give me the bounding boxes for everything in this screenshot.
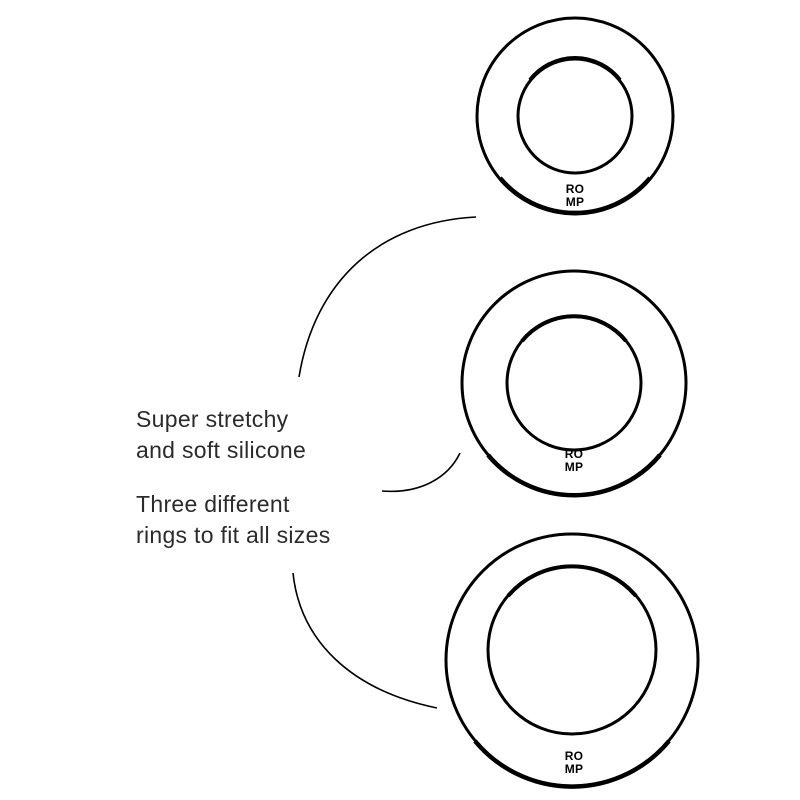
ring-large-brand-line-2: MP xyxy=(565,762,583,776)
ring-medium: RO MP xyxy=(460,269,688,498)
feature-caption-sizes: Three different rings to fit all sizes xyxy=(136,489,331,551)
feature-caption-line: and soft silicone xyxy=(136,437,307,463)
ring-small: RO MP xyxy=(475,16,675,216)
connector-curve-middle xyxy=(381,452,461,493)
ring-large-brand-line-1: RO xyxy=(565,749,583,763)
feature-caption-line: rings to fit all sizes xyxy=(136,522,331,548)
ring-small-brand-line-2: MP xyxy=(566,195,584,209)
ring-medium-brand-line-2: MP xyxy=(565,460,583,474)
connector-curve-top xyxy=(298,216,477,378)
feature-caption-line: Super stretchy xyxy=(136,406,289,432)
ring-medium-brand-line-1: RO xyxy=(565,447,583,461)
ring-large: RO MP xyxy=(444,532,700,789)
ring-small-brand-line-1: RO xyxy=(566,182,584,196)
connector-curve-bottom xyxy=(292,572,438,709)
feature-caption-line: Three different xyxy=(136,491,290,517)
feature-caption-stretchy: Super stretchy and soft silicone xyxy=(136,404,306,466)
